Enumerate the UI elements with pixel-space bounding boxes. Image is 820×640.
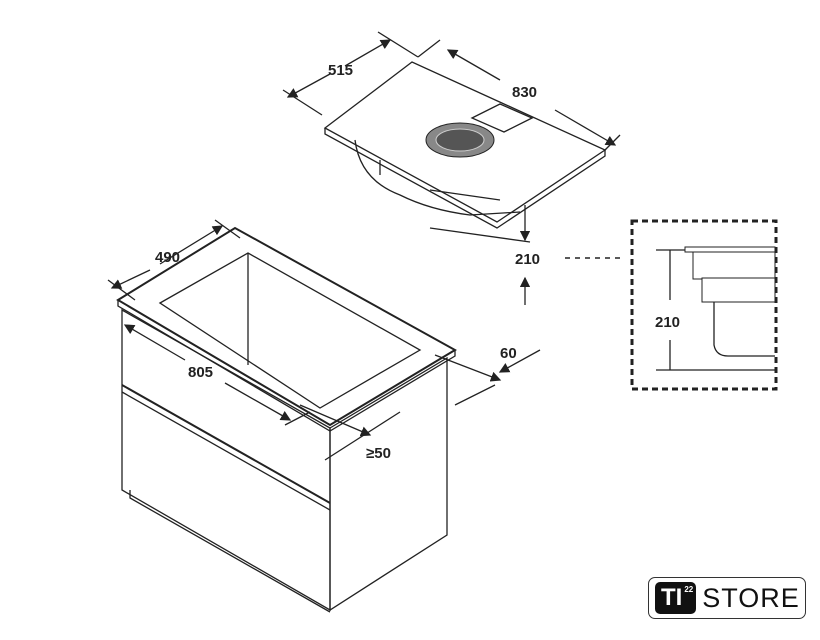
logo-mark-text: TI xyxy=(661,584,683,611)
cabinet xyxy=(116,226,458,613)
logo-superscript: 22 xyxy=(684,585,694,594)
dim-label-490: 490 xyxy=(155,249,180,266)
control-panel xyxy=(470,103,534,133)
dim-line-830 xyxy=(446,49,501,81)
cutout-opening xyxy=(158,252,422,409)
detail-dim-label-210: 210 xyxy=(655,314,680,331)
side-detail: 210 xyxy=(630,219,778,391)
dim-label-830: 830 xyxy=(512,84,537,101)
logo-name: STORE xyxy=(702,582,800,613)
dim-label-515: 515 xyxy=(328,62,353,79)
dim-label-210: 210 xyxy=(515,251,540,268)
hob-underside-body xyxy=(354,139,521,216)
dim-label-805: 805 xyxy=(188,364,213,381)
hob xyxy=(323,61,607,229)
dim-label-min-50: ≥50 xyxy=(366,445,391,462)
dim-label-60: 60 xyxy=(500,345,517,362)
dim-line-515 xyxy=(344,39,392,67)
